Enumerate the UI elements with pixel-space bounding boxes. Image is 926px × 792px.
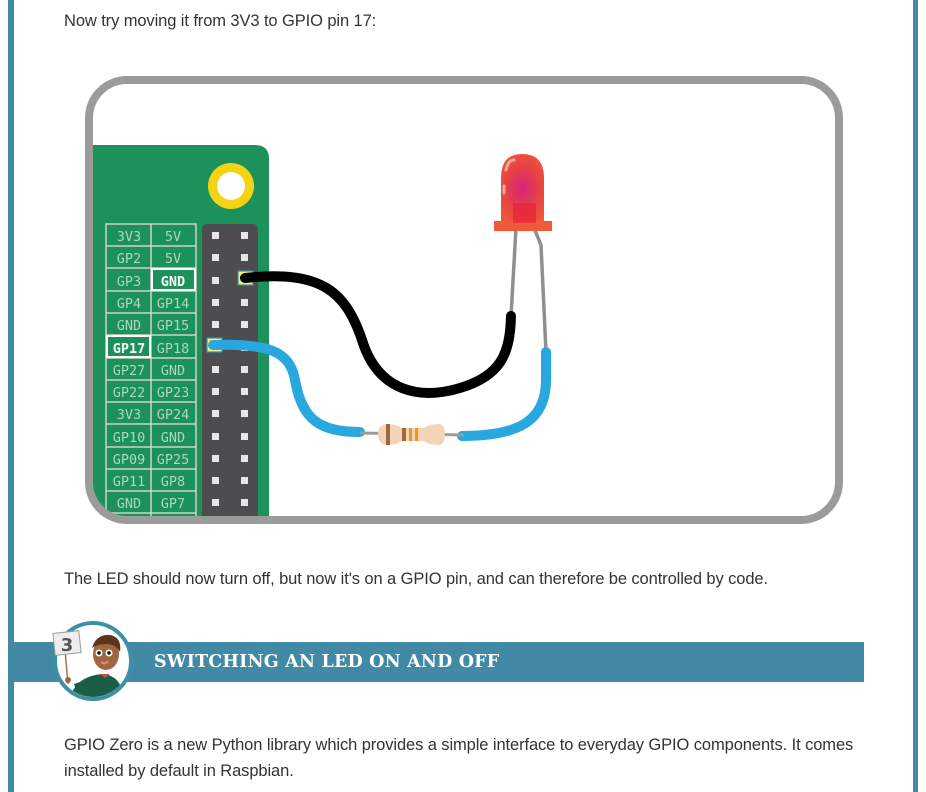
svg-text:GND: GND — [117, 496, 141, 512]
svg-text:GP15: GP15 — [157, 318, 190, 334]
svg-text:3V3: 3V3 — [117, 407, 141, 423]
led-icon — [494, 154, 552, 231]
raspberry-pi-board: 3V3 5V GP2 5V GP3 GP4 GP14 GND GP15 GP18 GP2… — [93, 145, 269, 520]
svg-text:GP2: GP2 — [117, 251, 141, 267]
page-border-right — [913, 0, 918, 792]
svg-text:GP22: GP22 — [113, 385, 146, 401]
svg-text:GP10: GP10 — [113, 430, 146, 446]
gpio-wiring-diagram: 3V3 5V GP2 5V GP3 GP4 GP14 GND GP15 GP18 GP2… — [85, 76, 843, 524]
blue-wire-led — [457, 347, 551, 441]
svg-text:5V: 5V — [165, 251, 181, 267]
led-legs — [509, 226, 548, 354]
black-wire — [240, 271, 516, 398]
gpio-pins — [212, 232, 248, 506]
svg-text:GP27: GP27 — [113, 363, 146, 379]
svg-text:GP25: GP25 — [157, 452, 190, 468]
svg-text:GND: GND — [117, 318, 141, 334]
svg-text:GP18: GP18 — [157, 341, 190, 357]
section-title: SWITCHING AN LED ON AND OFF — [154, 652, 500, 672]
section-header: SWITCHING AN LED ON AND OFF — [14, 642, 864, 682]
pin-label-grid: 3V3 5V GP2 5V GP3 GP4 GP14 GND GP15 GP18 GP2… — [105, 223, 197, 520]
svg-text:GP7: GP7 — [161, 496, 185, 512]
svg-text:GND: GND — [161, 363, 185, 379]
svg-text:GP23: GP23 — [157, 385, 190, 401]
page-border-left — [8, 0, 14, 792]
svg-text:GP17: GP17 — [113, 341, 146, 357]
diagram-frame — [85, 76, 843, 524]
resistor-icon — [359, 424, 465, 445]
step-3-badge-icon: 3 — [52, 621, 133, 701]
svg-text:GND: GND — [161, 274, 185, 290]
svg-text:GP09: GP09 — [113, 452, 146, 468]
blue-wire-gp17 — [208, 339, 365, 437]
svg-text:3V3: 3V3 — [117, 229, 141, 245]
svg-text:GP11: GP11 — [113, 474, 146, 490]
svg-text:5V: 5V — [165, 229, 181, 245]
gpio-zero-paragraph: GPIO Zero is a new Python library which … — [64, 736, 854, 780]
svg-text:GP8: GP8 — [161, 474, 185, 490]
svg-text:GP14: GP14 — [157, 296, 190, 312]
intro-paragraph: Now try moving it from 3V3 to GPIO pin 1… — [64, 12, 377, 30]
svg-text:GP4: GP4 — [117, 296, 141, 312]
result-paragraph: The LED should now turn off, but now it'… — [64, 570, 768, 588]
svg-text:GND: GND — [161, 430, 185, 446]
svg-text:GP3: GP3 — [117, 274, 141, 290]
step-number: 3 — [61, 635, 74, 656]
svg-text:GP24: GP24 — [157, 407, 190, 423]
